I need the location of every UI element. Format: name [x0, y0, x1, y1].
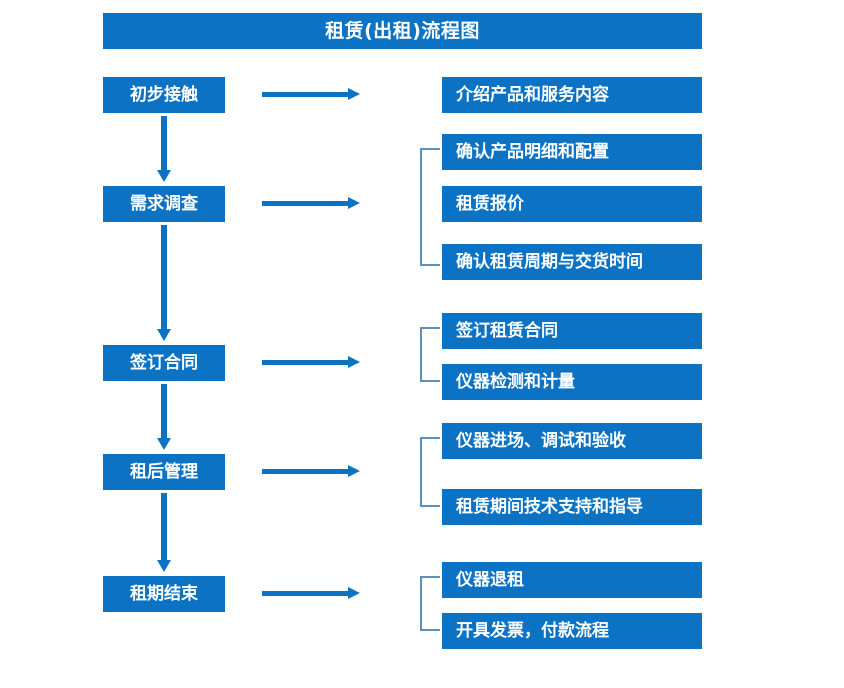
detail-box-仪器进场调试和验收[interactable]: 仪器进场、调试和验收 — [442, 423, 702, 459]
stage-box-签订合同[interactable]: 签订合同 — [103, 345, 225, 381]
group-bracket-租后管理 — [420, 437, 440, 507]
vertical-arrow-1 — [155, 116, 173, 182]
horizontal-arrow-3 — [262, 354, 360, 372]
stage-label: 需求调查 — [130, 193, 198, 214]
detail-label: 租赁报价 — [456, 193, 524, 214]
detail-label: 租赁期间技术支持和指导 — [456, 496, 643, 517]
detail-label: 仪器检测和计量 — [456, 371, 575, 392]
stage-label: 初步接触 — [130, 84, 198, 105]
horizontal-arrow-2 — [262, 195, 360, 213]
vertical-arrow-3 — [155, 384, 173, 450]
vertical-arrow-4 — [155, 493, 173, 572]
detail-label: 仪器进场、调试和验收 — [456, 430, 626, 451]
detail-box-开具发票付款流程[interactable]: 开具发票，付款流程 — [442, 613, 702, 649]
detail-box-介绍产品和服务内容[interactable]: 介绍产品和服务内容 — [442, 77, 702, 113]
group-bracket-租期结束 — [420, 576, 440, 631]
diagram-title-bar: 租赁(出租)流程图 — [103, 13, 702, 49]
detail-box-签订租赁合同[interactable]: 签订租赁合同 — [442, 313, 702, 349]
detail-box-确认租赁周期与交货时间[interactable]: 确认租赁周期与交货时间 — [442, 244, 702, 280]
stage-label: 租期结束 — [130, 583, 198, 604]
stage-label: 租后管理 — [130, 461, 198, 482]
horizontal-arrow-1 — [262, 86, 360, 104]
detail-box-仪器检测和计量[interactable]: 仪器检测和计量 — [442, 364, 702, 400]
group-bracket-签订合同 — [420, 327, 440, 382]
stage-box-租后管理[interactable]: 租后管理 — [103, 454, 225, 490]
group-bracket-需求调查 — [420, 148, 440, 266]
detail-box-租赁报价[interactable]: 租赁报价 — [442, 186, 702, 222]
detail-label: 开具发票，付款流程 — [456, 620, 609, 641]
detail-label: 签订租赁合同 — [456, 320, 558, 341]
detail-label: 确认产品明细和配置 — [456, 141, 609, 162]
detail-box-仪器退租[interactable]: 仪器退租 — [442, 562, 702, 598]
horizontal-arrow-5 — [262, 585, 360, 603]
detail-box-租赁期间技术支持和指导[interactable]: 租赁期间技术支持和指导 — [442, 489, 702, 525]
vertical-arrow-2 — [155, 225, 173, 341]
detail-label: 确认租赁周期与交货时间 — [456, 251, 643, 272]
detail-box-确认产品明细和配置[interactable]: 确认产品明细和配置 — [442, 134, 702, 170]
horizontal-arrow-4 — [262, 463, 360, 481]
stage-label: 签订合同 — [130, 352, 198, 373]
stage-box-租期结束[interactable]: 租期结束 — [103, 576, 225, 612]
stage-box-需求调查[interactable]: 需求调查 — [103, 186, 225, 222]
detail-label: 仪器退租 — [456, 569, 524, 590]
stage-box-初步接触[interactable]: 初步接触 — [103, 77, 225, 113]
detail-label: 介绍产品和服务内容 — [456, 84, 609, 105]
page-title: 租赁(出租)流程图 — [325, 19, 480, 42]
